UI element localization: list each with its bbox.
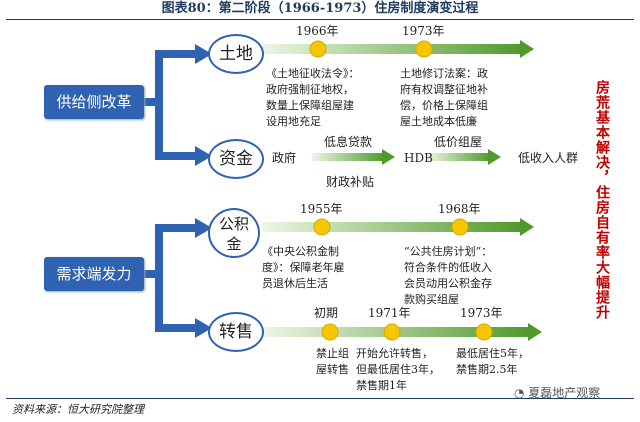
fund-note-1955-line: 《中央公积金制 [262,245,339,258]
conclusion-text: 房荒基本解决，住房自有率大幅提升 [580,60,624,340]
flow-hdb: HDB [404,151,433,165]
resale-year-1971: 1971年 [368,306,411,320]
fund-dot-1955 [313,218,331,236]
fund-timeline-arrow [262,218,534,236]
supply-bracket [138,44,212,166]
supply-side-box: 供给侧改革 [44,85,144,119]
land-note-1966: 《土地征收法令》： 政府强制征地权， 数量上保障组屋建 设用地充足 [266,66,396,130]
conclusion-label: 房荒基本解决，住房自有率大幅提升 [594,80,610,320]
flow-low-income-group: 低收入人群 [518,151,579,165]
fund-node: 公积金 [208,208,260,258]
land-note-1966-line: 《土地征收法令》： [266,67,360,80]
land-year-1973: 1973年 [402,24,445,38]
fund-note-1968-line: 符合条件的低收入 [404,261,492,274]
resale-note-early-line: 禁止组 [316,347,349,360]
land-note-1966-line: 设用地充足 [266,115,321,128]
fund-year-1955: 1955年 [300,202,343,216]
land-timeline-arrow [262,40,534,58]
resale-note-1973-line: 禁售期2.5年 [456,363,518,376]
fund-year-1968: 1968年 [438,202,481,216]
resale-dot-1971 [383,323,401,341]
fund-note-1968-line: 款购买组屋 [404,293,459,306]
land-dot-1966 [309,40,327,58]
resale-year-1973: 1973年 [460,306,503,320]
fund-note-1968-line: 会员动用公积金存 [404,277,492,290]
source-note: 资料来源：恒大研究院整理 [12,403,144,416]
watermark-text: 夏磊地产观察 [528,386,601,400]
fund-dot-1968 [451,218,469,236]
resale-year-early: 初期 [314,306,339,320]
fund-note-1968-line: “公共住房计划”： [404,245,493,258]
resale-dot-1973 [475,323,493,341]
fund-node-label: 公积金 [218,215,249,253]
fund-note-1955-line: 员退休后生活 [262,277,328,290]
title-rule [6,19,634,20]
fund-note-1968: “公共住房计划”： 符合条件的低收入 会员动用公积金存 款购买组屋 [404,244,534,308]
resale-note-1973-line: 最低居住5年， [456,347,529,360]
land-note-1973-line: 屋土地成本低廉 [400,115,477,128]
demand-side-box: 需求端发力 [44,257,144,291]
land-dot-1973 [415,40,433,58]
resale-note-1971-line: 禁售期1年 [356,379,407,392]
land-note-1966-line: 数量上保障组屋建 [266,99,354,112]
watermark-icon: ◔ [514,386,529,400]
fund-note-1955: 《中央公积金制 度》：保障老年雇 员退休后生活 [262,244,392,292]
resale-note-early-line: 屋转售 [316,363,349,376]
resale-note-1971-line: 但最低居住3年， [356,363,440,376]
capital-node: 资金 [208,139,264,179]
land-node: 土地 [208,34,264,74]
resale-note-1971-line: 开始允许转售， [356,347,433,360]
footer-rule [6,398,634,399]
resale-timeline-arrow [262,323,542,341]
resale-dot-early [321,323,339,341]
page-title: 图表80：第二阶段（1966-1973）住房制度演变过程 [161,1,479,16]
flow-low-price-flats: 低价组屋 [434,135,483,149]
land-note-1973-line: 府有权调整征地补 [400,83,488,96]
land-note-1973-line: 偿，价格上保障组 [400,99,488,112]
resale-node: 转售 [208,312,264,352]
demand-bracket [138,218,212,338]
resale-note-early: 禁止组 屋转售 [316,346,366,378]
land-note-1966-line: 政府强制征地权， [266,83,354,96]
watermark: ◔ 夏磊地产观察 [514,384,600,401]
fund-note-1955-line: 度》：保障老年雇 [262,261,345,274]
resale-note-1971: 开始允许转售， 但最低居住3年， 禁售期1年 [356,346,456,394]
land-year-1966: 1966年 [296,24,339,38]
flow-government: 政府 [272,151,297,165]
resale-note-1973: 最低居住5年， 禁售期2.5年 [456,346,546,378]
land-note-1973: 土地修订法案：政 府有权调整征地补 偿，价格上保障组 屋土地成本低廉 [400,66,530,130]
capital-flow-arrows [312,149,501,165]
land-note-1973-line: 土地修订法案：政 [400,67,488,80]
flow-fiscal-subsidy: 财政补贴 [326,175,375,189]
flow-low-interest-loan: 低息贷款 [324,135,373,149]
